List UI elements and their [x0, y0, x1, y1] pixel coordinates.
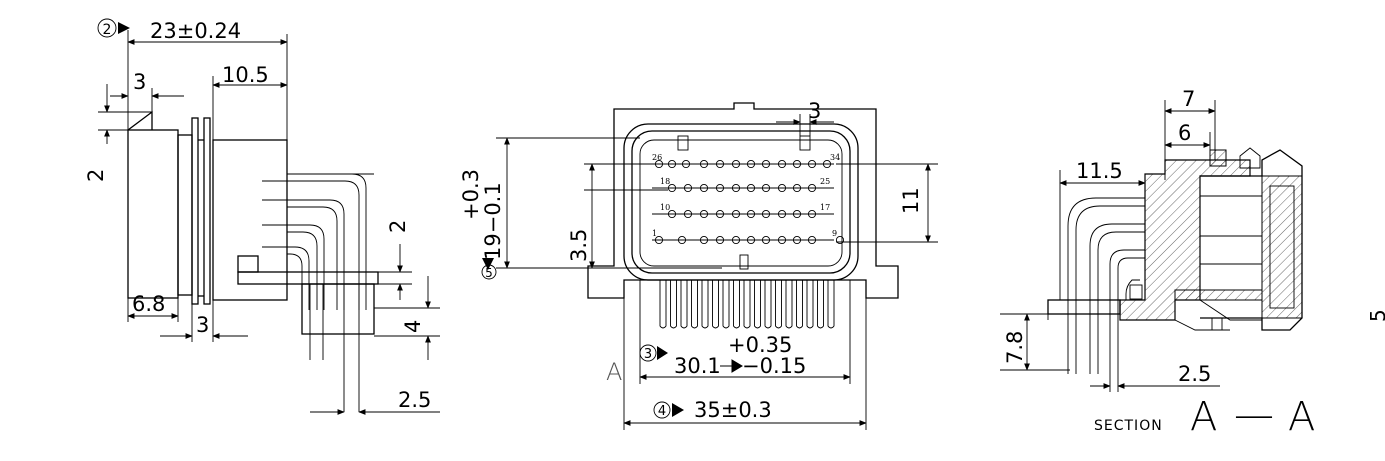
- dim-2-left: 2: [84, 169, 108, 182]
- balloon-3-pointer: [657, 346, 668, 360]
- pin-tail: [785, 280, 793, 329]
- pin-tail: [764, 280, 772, 329]
- section-dim-6: 6: [1178, 121, 1191, 145]
- dim-2-5: 2.5: [398, 388, 431, 412]
- pin-tail: [817, 280, 824, 329]
- pin-label-10: 10: [660, 203, 670, 212]
- dim-3-bottom: 3: [196, 313, 209, 337]
- dim-10-5: 10.5: [222, 63, 269, 87]
- section-title-letter-1: A: [1190, 394, 1217, 440]
- balloon-4-circle: [653, 401, 671, 419]
- pin-tails: [659, 280, 835, 329]
- front-dim-overall-width: 35±0.3: [694, 398, 772, 422]
- section-title-word: SECTION: [1094, 418, 1163, 434]
- pin-label-17: 17: [820, 203, 830, 212]
- section-dim-7-8: 7.8: [1003, 331, 1027, 364]
- front-dim-11: 11: [899, 187, 923, 214]
- dim-4-right: 4: [401, 320, 425, 333]
- pin-tail: [806, 280, 814, 329]
- pin-tail: [827, 280, 835, 329]
- pin-tail: [754, 280, 761, 329]
- section-title-letter-2: A: [1288, 394, 1315, 440]
- pin-cavity: [835, 235, 845, 245]
- pin-tail: [670, 280, 677, 329]
- pin-tail: [796, 280, 803, 329]
- pin-label-25: 25: [820, 177, 830, 186]
- dim-3-top: 3: [133, 70, 146, 94]
- balloon-5-pointer: [482, 258, 494, 270]
- balloon-4-pointer: [672, 403, 684, 417]
- section-dim-11-5: 11.5: [1076, 159, 1123, 183]
- balloon-3-label: 3: [644, 347, 652, 362]
- balloon-2-label: 2: [103, 22, 112, 38]
- edge-mark: 5: [1366, 309, 1385, 322]
- pin-tail: [743, 280, 751, 329]
- balloon-5-label: 5: [485, 266, 493, 280]
- pin-label-34: 34: [830, 153, 840, 162]
- balloon-4-label: 4: [658, 404, 666, 419]
- pin-tail: [722, 280, 730, 329]
- pin-tail: [680, 280, 688, 329]
- pin-tail: [712, 280, 719, 329]
- balloon-3-circle: [639, 344, 657, 362]
- pin-tail: [733, 280, 740, 329]
- front-view: 26 34 18 25 10 17 1 9 3 +0.3 19−0.1 5 3.…: [459, 99, 938, 430]
- dim-2-right: 2: [386, 220, 410, 233]
- pin-tail: [691, 280, 698, 329]
- pin-tail: [775, 280, 782, 329]
- dim-6-8: 6.8: [132, 292, 165, 316]
- front-dim-3-5: 3.5: [567, 229, 591, 262]
- section-view: 7 6 11.5: [1000, 87, 1315, 440]
- front-dim-height-plus: +0.3: [459, 169, 483, 220]
- pin-label-1: 1: [652, 229, 657, 238]
- section-title-dash: —: [1234, 392, 1274, 438]
- section-dim-2-5: 2.5: [1178, 362, 1211, 386]
- front-dim-width-main: 30.1: [674, 354, 721, 378]
- front-dim-height-main: 19−0.1: [481, 182, 505, 260]
- balloon-2-circle: [97, 18, 117, 38]
- section-mark-a: A: [606, 358, 622, 386]
- pin-label-18: 18: [660, 177, 670, 186]
- front-dim-3-top: 3: [808, 99, 821, 123]
- pin-tail: [659, 280, 667, 329]
- dim-overall-length: 23±0.24: [150, 19, 241, 43]
- pin-tail: [701, 280, 709, 329]
- front-dim-width-plus: +0.35: [728, 333, 792, 357]
- section-dim-7: 7: [1182, 87, 1195, 111]
- balloon-2-pointer: [118, 22, 130, 34]
- side-view: 2 23±0.24 10.5 3 2: [84, 18, 440, 415]
- front-dim-width-minus: −0.15: [742, 354, 806, 378]
- pin-label-26: 26: [652, 153, 662, 162]
- pin-cavities: [652, 159, 845, 245]
- pin-label-9: 9: [832, 229, 837, 238]
